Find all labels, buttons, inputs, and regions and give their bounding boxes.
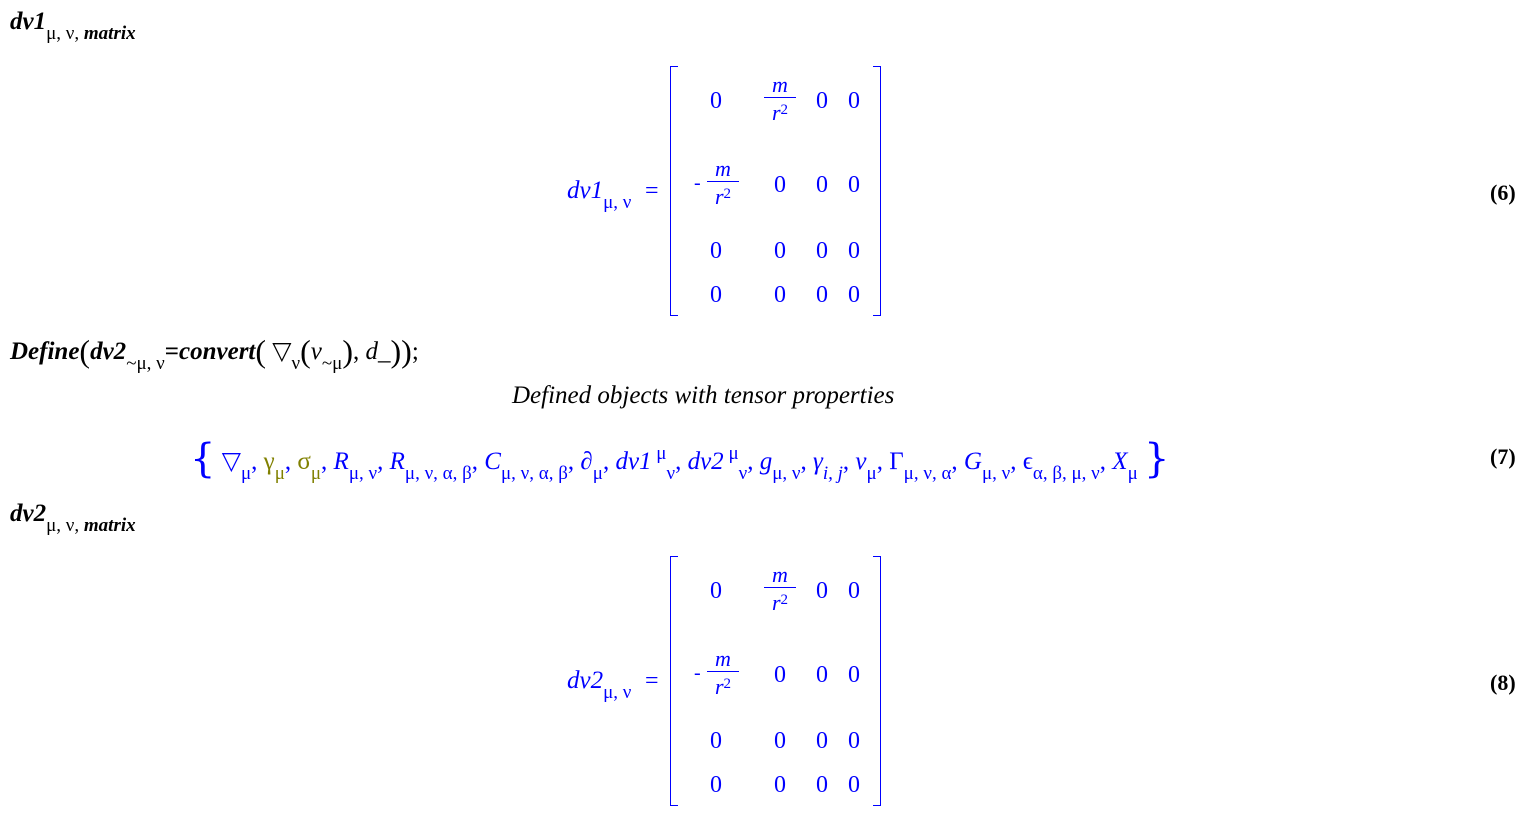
equation-label-6: (6) bbox=[1490, 180, 1516, 205]
equation-label-8: (8) bbox=[1490, 670, 1516, 695]
set-separator: , bbox=[842, 448, 856, 475]
open-brace: { bbox=[190, 436, 216, 482]
matrix8-cell-0-2: 0 bbox=[816, 578, 828, 604]
output6-equals: = bbox=[645, 178, 659, 204]
output7-heading: Defined objects with tensor properties bbox=[512, 382, 895, 409]
matrix8-cell-2-0: 0 bbox=[710, 728, 722, 754]
matrix8-cell-3-3: 0 bbox=[848, 772, 860, 798]
matrix8-cell-1-3: 0 bbox=[848, 662, 860, 688]
matrix8-cell-1-1: 0 bbox=[774, 662, 786, 688]
nabla-icon: ▽ bbox=[272, 338, 292, 365]
set-separator: , bbox=[602, 448, 616, 475]
matrix6-cell-3-1: 0 bbox=[774, 282, 786, 308]
tensor-item: Cμ, ν, α, β bbox=[484, 448, 568, 484]
output6-lhs: dv1μ, ν bbox=[567, 177, 632, 213]
matrix6-cell-2-0: 0 bbox=[710, 238, 722, 264]
set-separator: , bbox=[876, 448, 890, 475]
matrix6-cell-1-2: 0 bbox=[816, 172, 828, 198]
set-separator: , bbox=[377, 448, 390, 475]
tensor-item: γμ bbox=[263, 448, 285, 484]
matrix8-right-bracket bbox=[873, 556, 881, 806]
input-line-define[interactable]: Define(dv2~μ, ν=convert( ▽ν(v~μ), d_)); bbox=[10, 333, 419, 374]
tensor-item: σμ bbox=[297, 448, 322, 484]
output8-lhs: dv2μ, ν bbox=[567, 667, 632, 703]
set-separator: , bbox=[675, 448, 688, 475]
matrix8-cell-3-1: 0 bbox=[774, 772, 786, 798]
matrix8-cell-1-2: 0 bbox=[816, 662, 828, 688]
input-line-dv1[interactable]: dv1μ, ν, matrix bbox=[10, 8, 136, 44]
set-separator: , bbox=[800, 448, 813, 475]
matrix6-cell-2-1: 0 bbox=[774, 238, 786, 264]
tensor-item: ∂μ bbox=[580, 448, 603, 484]
matrix6-cell-0-3: 0 bbox=[848, 88, 860, 114]
set-separator: , bbox=[951, 448, 964, 475]
matrix6-cell-1-1: 0 bbox=[774, 172, 786, 198]
tensor-item: dv1 μν bbox=[615, 443, 676, 484]
tensor-item: gμ, ν bbox=[759, 448, 801, 484]
matrix8-minus-sign: - bbox=[694, 662, 701, 684]
close-brace: } bbox=[1144, 436, 1170, 482]
matrix8-cell-3-2: 0 bbox=[816, 772, 828, 798]
matrix6-cell-3-2: 0 bbox=[816, 282, 828, 308]
matrix6-cell-2-3: 0 bbox=[848, 238, 860, 264]
matrix6-cell-1-3: 0 bbox=[848, 172, 860, 198]
matrix6-cell-2-2: 0 bbox=[816, 238, 828, 264]
input-dv1-subscript: μ, ν, matrix bbox=[46, 23, 136, 44]
input-dv2-name: dv2 bbox=[10, 500, 47, 527]
matrix8-cell-3-0: 0 bbox=[710, 772, 722, 798]
set-separator: , bbox=[471, 448, 485, 475]
matrix8-cell-2-3: 0 bbox=[848, 728, 860, 754]
matrix8-cell-2-1: 0 bbox=[774, 728, 786, 754]
matrix6-minus-sign: - bbox=[694, 172, 701, 194]
tensor-item: vμ bbox=[855, 448, 877, 484]
matrix6-cell-3-3: 0 bbox=[848, 282, 860, 308]
equation-label-7: (7) bbox=[1490, 444, 1516, 469]
set-separator: , bbox=[567, 448, 581, 475]
input-dv2-subscript: μ, ν, matrix bbox=[46, 515, 136, 536]
tensor-set: { ▽μ, γμ, σμ, Rμ, ν, Rμ, ν, α, β, Cμ, ν,… bbox=[190, 433, 1170, 484]
tensor-item: Xμ bbox=[1112, 448, 1138, 484]
output8-equals: = bbox=[645, 668, 659, 694]
tensor-item: Rμ, ν bbox=[333, 448, 378, 484]
set-separator: , bbox=[747, 448, 760, 475]
tensor-item: dv2 μν bbox=[687, 443, 748, 484]
tensor-item: ϵα, β, μ, ν bbox=[1022, 448, 1100, 484]
set-separator: , bbox=[284, 448, 298, 475]
set-separator: , bbox=[1010, 448, 1023, 475]
input-line-dv2[interactable]: dv2μ, ν, matrix bbox=[10, 500, 136, 536]
tensor-item: ▽μ bbox=[221, 448, 252, 484]
matrix8-cell-2-2: 0 bbox=[816, 728, 828, 754]
matrix8-left-bracket bbox=[670, 556, 678, 806]
matrix6-cell-0-2: 0 bbox=[816, 88, 828, 114]
tensor-item: Rμ, ν, α, β bbox=[389, 448, 472, 484]
tensor-item: Gμ, ν bbox=[963, 448, 1011, 484]
define-keyword: Define bbox=[10, 338, 80, 365]
matrix8-cell-0-0: 0 bbox=[710, 578, 722, 604]
set-separator: , bbox=[251, 448, 264, 475]
matrix6-cell-3-0: 0 bbox=[710, 282, 722, 308]
matrix6-right-bracket bbox=[873, 66, 881, 316]
matrix6-left-bracket bbox=[670, 66, 678, 316]
matrix8-cell-0-3: 0 bbox=[848, 578, 860, 604]
input-dv1-name: dv1 bbox=[10, 8, 47, 35]
set-separator: , bbox=[1099, 448, 1113, 475]
set-separator: , bbox=[321, 448, 334, 475]
tensor-item: Γμ, ν, α bbox=[889, 448, 952, 484]
tensor-item: γi, j bbox=[813, 448, 843, 484]
matrix6-cell-0-0: 0 bbox=[710, 88, 722, 114]
